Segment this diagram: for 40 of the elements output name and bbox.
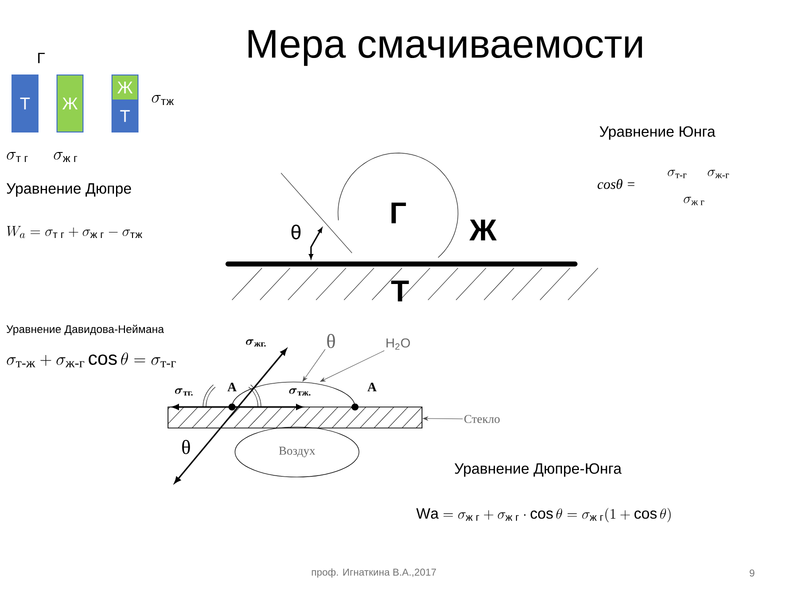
air-bubble: Воздух — [234, 426, 360, 478]
page-number: 9 — [750, 569, 754, 577]
formula: $\sigma_{\text{ж-г}}$ — [708, 170, 730, 178]
leader-text: $\mathrm{H_{2}O}$ — [386, 338, 410, 350]
glass-plate — [168, 406, 422, 428]
formula: $W_{a} = \sigma_{\text{т г}} + \sigma_{\text{ж г}} - \sigma_{\text{тж}}$ — [6, 226, 142, 238]
phase-bar: Т — [112, 100, 138, 132]
formula: $\sigma_{\text{ж г}}$ — [54, 152, 78, 162]
force-label: $\boldsymbol{\sigma}_{\textbf{тж.}}$ — [289, 388, 310, 396]
leader-text: θ — [327, 334, 335, 348]
formula: $\mathrm{Wa} = \sigma_{\text{ж г}} + \sigma_{\text{ж г}} \cdot \cos\theta = \sigma_{\text{ж г}} (1 + \cos\theta)$ — [416, 508, 671, 522]
phase-label: Г — [38, 52, 45, 64]
footer-text: проф. Игнаткина В.А.,2017 — [312, 568, 436, 578]
formula: $\sigma_{\text{т-г}}$ — [668, 170, 687, 178]
angle-label: θ — [182, 440, 190, 454]
point-label: А — [227, 382, 237, 392]
phase-bar: Т — [12, 74, 38, 132]
phase-label: Т — [391, 280, 409, 302]
leader-text: Стекло — [464, 414, 500, 424]
leader-line — [422, 416, 463, 420]
formula: cosθ = — [598, 179, 634, 189]
equation-heading: Уравнение Дюпре-Юнга — [454, 463, 622, 477]
formula: $\sigma_{\text{тж}}$ — [152, 94, 174, 106]
angle-label: θ — [291, 224, 301, 240]
formula: $\sigma_{\text{т г}}$ — [6, 152, 28, 162]
phase-bar: Ж — [112, 74, 138, 100]
leader-line — [302, 349, 326, 382]
force-label: $\boldsymbol{\sigma}_{\textbf{жг.}}$ — [246, 339, 266, 347]
equation-heading: Уравнение Юнга — [600, 126, 716, 140]
phase-bar: Ж — [56, 74, 84, 132]
equation-heading: Уравнение Давидова-Неймана — [6, 324, 164, 336]
point-label: А — [367, 382, 377, 392]
leader-line — [320, 350, 385, 382]
force-label: $\boldsymbol{\sigma}_{\textbf{тг.}}$ — [175, 388, 193, 396]
equation-heading: Уравнение Дюпре — [6, 183, 132, 197]
formula: $\sigma_{\text{т-ж}} + \sigma_{\text{ж-г}} \cos\theta = \sigma_{\text{т-г}}$ — [6, 352, 176, 368]
phase-label: Г — [392, 202, 406, 224]
slide-title: Мера смачиваемости — [248, 30, 642, 66]
phase-label: Ж — [469, 220, 497, 240]
formula: $\sigma_{\text{ж г}}$ — [684, 196, 704, 206]
